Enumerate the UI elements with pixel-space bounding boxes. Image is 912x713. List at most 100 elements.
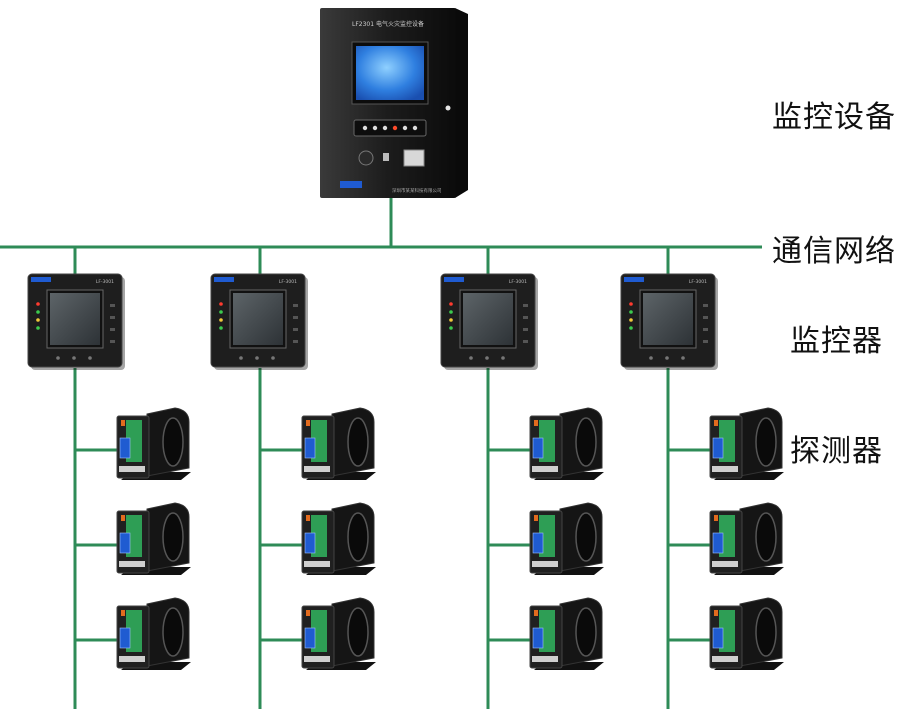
monitor-led-icon [629, 318, 633, 322]
detector-status-led-icon [714, 420, 718, 426]
monitor-led-icon [449, 310, 453, 314]
monitor-led-icon [36, 302, 40, 306]
detector-unit [529, 597, 604, 670]
key-switch-icon [383, 153, 389, 161]
detector-terminal-strip [532, 561, 558, 567]
detector-status-led-icon [121, 515, 125, 521]
ct-ring-icon [575, 417, 597, 467]
host-logo [340, 181, 362, 188]
monitor-side-button-icon [110, 304, 115, 307]
detector-unit [709, 407, 784, 480]
monitor-led-icon [219, 302, 223, 306]
monitor-led-icon [629, 326, 633, 330]
monitor-side-button-icon [293, 316, 298, 319]
detector-badge [304, 532, 316, 554]
detector-terminal-strip [119, 656, 145, 662]
communication-bus [0, 198, 762, 709]
monitor-side-button-icon [703, 304, 708, 307]
detector-terminal-strip [304, 466, 330, 472]
label-detector: 探测器 [790, 434, 883, 469]
monitor-led-icon [449, 302, 453, 306]
detector-unit [301, 502, 376, 575]
monitor-side-button-icon [703, 340, 708, 343]
monitor-led-icon [629, 302, 633, 306]
detector-unit [301, 407, 376, 480]
ct-ring-icon [162, 607, 184, 657]
label-monitor: 监控器 [790, 324, 883, 359]
label-host-device: 监控设备 [772, 100, 896, 135]
monitor-front-button-icon [239, 356, 243, 360]
monitor-front-button-icon [88, 356, 92, 360]
host-side-panel [455, 8, 468, 198]
detector-status-led-icon [534, 610, 538, 616]
monitor-side-button-icon [523, 340, 528, 343]
monitor-logo [444, 277, 464, 282]
detector-badge [712, 437, 724, 459]
host-company-text: 深圳市某某科技有限公司 [392, 187, 442, 194]
ct-ring-icon [347, 607, 369, 657]
monitor-side-button-icon [110, 340, 115, 343]
monitor-side-button-icon [293, 328, 298, 331]
monitor-front-button-icon [501, 356, 505, 360]
detector-badge [119, 437, 131, 459]
detector-unit [709, 597, 784, 670]
indicator-led-icon [382, 125, 388, 131]
monitor-led-icon [219, 318, 223, 322]
detector-status-led-icon [306, 610, 310, 616]
ct-ring-icon [575, 512, 597, 562]
ct-ring-icon [755, 607, 777, 657]
detector-unit [116, 502, 191, 575]
indicator-led-icon [362, 125, 368, 131]
detector-badge [532, 532, 544, 554]
detector-unit [116, 597, 191, 670]
detector-status-led-icon [121, 420, 125, 426]
monitor-led-icon [449, 326, 453, 330]
monitor-screen [50, 293, 100, 345]
ct-ring-icon [575, 607, 597, 657]
monitor-logo [624, 277, 644, 282]
monitor-led-icon [449, 318, 453, 322]
detector-unit [529, 502, 604, 575]
detector-status-led-icon [534, 515, 538, 521]
indicator-led-icon [412, 125, 418, 131]
detector-unit [116, 407, 191, 480]
monitor-model-text: LF-3001 [279, 279, 297, 285]
monitor-side-button-icon [523, 328, 528, 331]
monitor-led-icon [219, 326, 223, 330]
monitor-front-button-icon [56, 356, 60, 360]
detector-status-led-icon [306, 515, 310, 521]
monitor-screen [643, 293, 693, 345]
speaker-icon [358, 150, 374, 166]
monitor-logo [214, 277, 234, 282]
host-model-text: LF2301 电气火灾监控设备 [352, 20, 424, 28]
detector-badge [712, 627, 724, 649]
monitor-side-button-icon [703, 316, 708, 319]
detector-terminal-strip [304, 561, 330, 567]
monitor-front-button-icon [681, 356, 685, 360]
detector-status-led-icon [306, 420, 310, 426]
detector-terminal-strip [712, 466, 738, 472]
ct-ring-icon [347, 512, 369, 562]
printer-slot-icon [403, 149, 425, 167]
label-network: 通信网络 [772, 234, 896, 269]
monitor-led-icon [36, 310, 40, 314]
monitor-screen [463, 293, 513, 345]
monitor-front-button-icon [469, 356, 473, 360]
detector-status-led-icon [121, 610, 125, 616]
detector-badge [532, 627, 544, 649]
monitor-unit: LF-3001 [27, 273, 125, 370]
detector-unit [709, 502, 784, 575]
monitor-unit: LF-3001 [620, 273, 718, 370]
monitor-side-button-icon [703, 328, 708, 331]
monitor-front-button-icon [271, 356, 275, 360]
monitor-model-text: LF-3001 [96, 279, 114, 285]
monitor-side-button-icon [110, 316, 115, 319]
monitor-front-button-icon [255, 356, 259, 360]
detector-terminal-strip [712, 561, 738, 567]
ct-ring-icon [755, 417, 777, 467]
monitor-led-icon [36, 318, 40, 322]
monitor-model-text: LF-3001 [509, 279, 527, 285]
ct-ring-icon [755, 512, 777, 562]
